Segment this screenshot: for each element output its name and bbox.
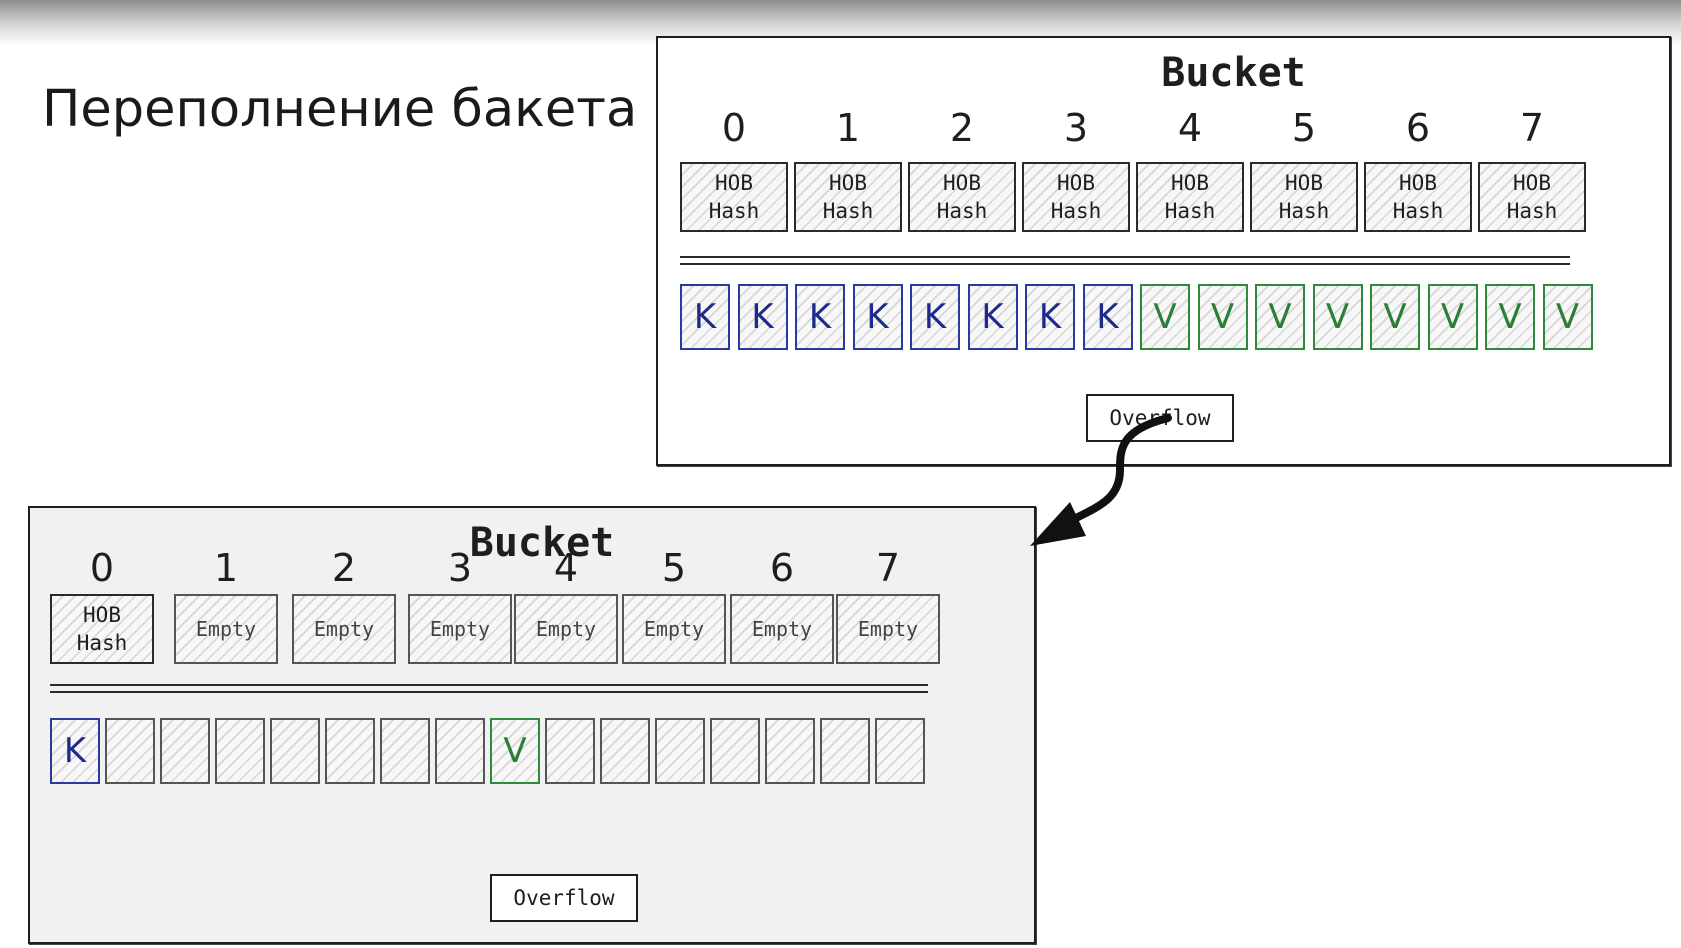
slot-index: 0 bbox=[89, 546, 115, 590]
empty-cell bbox=[655, 718, 705, 784]
key-cell: K bbox=[737, 284, 788, 350]
key-cell: K bbox=[852, 284, 903, 350]
value-cell: V bbox=[1370, 284, 1420, 350]
value-cell: V bbox=[1427, 284, 1478, 350]
empty-cell bbox=[820, 718, 870, 784]
slot-index: 2 bbox=[331, 546, 357, 590]
tophash-slot-empty: Empty bbox=[836, 594, 940, 664]
value-cell: V bbox=[1255, 284, 1305, 350]
empty-cell bbox=[435, 718, 485, 784]
slot-index: 3 bbox=[1063, 106, 1089, 150]
slot-index: 4 bbox=[1177, 106, 1203, 150]
empty-cell bbox=[160, 718, 210, 784]
key-cell: K bbox=[1025, 284, 1075, 350]
empty-cell bbox=[765, 718, 815, 784]
empty-cell bbox=[270, 718, 320, 784]
slot-index: 7 bbox=[1519, 106, 1545, 150]
tophash-slot-empty: Empty bbox=[292, 594, 396, 664]
tophash-slot-empty: Empty bbox=[622, 594, 726, 664]
empty-cell bbox=[105, 718, 155, 784]
tophash-slot: HOB Hash bbox=[1250, 162, 1358, 232]
tophash-slot: HOB Hash bbox=[1364, 162, 1472, 232]
empty-cell bbox=[380, 718, 430, 784]
slot-index: 6 bbox=[769, 546, 795, 590]
bucket-divider bbox=[50, 684, 928, 693]
key-cell: K bbox=[795, 284, 845, 350]
bucket-divider bbox=[680, 256, 1570, 265]
value-cell: V bbox=[1140, 284, 1190, 350]
empty-cell bbox=[875, 718, 925, 784]
tophash-slot: HOB Hash bbox=[1022, 162, 1130, 232]
tophash-slot: HOB Hash bbox=[908, 162, 1016, 232]
tophash-slot: HOB Hash bbox=[680, 162, 788, 232]
slot-index: 6 bbox=[1405, 106, 1431, 150]
empty-cell bbox=[215, 718, 265, 784]
tophash-slot: HOB Hash bbox=[794, 162, 902, 232]
key-cell: K bbox=[967, 284, 1018, 350]
tophash-slot: HOB Hash bbox=[50, 594, 154, 664]
empty-cell bbox=[545, 718, 595, 784]
key-cell: K bbox=[680, 284, 730, 350]
slot-index: 0 bbox=[721, 106, 747, 150]
tophash-slot-empty: Empty bbox=[730, 594, 834, 664]
slot-index: 7 bbox=[875, 546, 901, 590]
slot-index: 2 bbox=[949, 106, 975, 150]
key-cell: K bbox=[910, 284, 960, 350]
key-cell: K bbox=[50, 718, 100, 784]
slot-index: 5 bbox=[661, 546, 687, 590]
empty-cell bbox=[325, 718, 375, 784]
key-cell: K bbox=[1082, 284, 1133, 350]
value-cell: V bbox=[1197, 284, 1248, 350]
bucket-title: Bucket bbox=[1161, 50, 1306, 96]
tophash-slot: HOB Hash bbox=[1136, 162, 1244, 232]
tophash-slot-empty: Empty bbox=[174, 594, 278, 664]
value-cell: V bbox=[1312, 284, 1363, 350]
tophash-slot-empty: Empty bbox=[514, 594, 618, 664]
value-cell: V bbox=[1542, 284, 1593, 350]
slot-index: 4 bbox=[553, 546, 579, 590]
value-cell: V bbox=[1485, 284, 1535, 350]
slot-index: 3 bbox=[447, 546, 473, 590]
slot-index: 5 bbox=[1291, 106, 1317, 150]
page-title: Переполнение бакета bbox=[42, 80, 638, 139]
empty-cell bbox=[710, 718, 760, 784]
bucket-title: Bucket bbox=[469, 520, 615, 566]
tophash-slot: HOB Hash bbox=[1478, 162, 1586, 232]
value-cell: V bbox=[490, 718, 540, 784]
tophash-slot-empty: Empty bbox=[408, 594, 512, 664]
slot-index: 1 bbox=[213, 546, 239, 590]
empty-cell bbox=[600, 718, 650, 784]
overflow-pointer: Overflow bbox=[490, 874, 638, 922]
overflow-arrow-icon bbox=[1030, 414, 1172, 546]
slot-index: 1 bbox=[835, 106, 861, 150]
